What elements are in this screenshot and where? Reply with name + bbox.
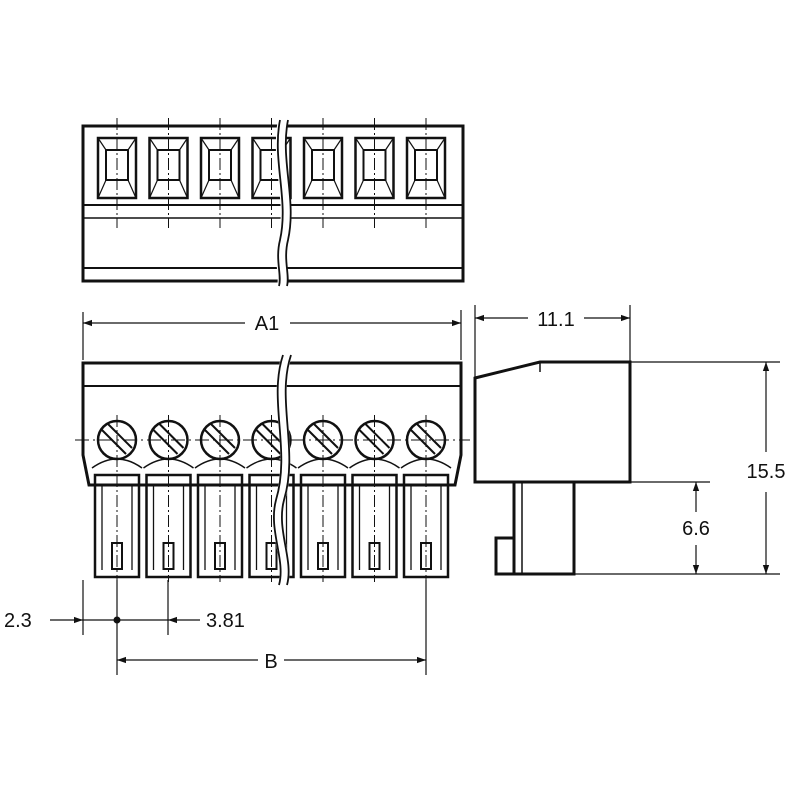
dim-pin-height-label: 6.6 [682, 518, 710, 540]
top-view-break-line-a [276, 119, 284, 287]
wire-entry-chamfer [333, 137, 343, 151]
wire-entry-chamfer [436, 137, 446, 151]
dim-offset-label: 2.3 [4, 610, 32, 632]
screw-slot [152, 429, 179, 455]
wire-entry-chamfer [252, 137, 261, 151]
front-view-body [81, 361, 463, 487]
front-view-break-line-a [273, 354, 284, 586]
screw-slot [107, 423, 133, 449]
screw-slot [158, 423, 185, 449]
dim-a1-label: A1 [255, 313, 279, 335]
front-view-pin-centerlines [116, 415, 427, 582]
screw-slot [313, 423, 339, 449]
dimensions: A1 11.1 15.5 6.6 2.3 3.81 B [4, 305, 785, 675]
front-view [75, 353, 470, 587]
wire-entry-chamfer [97, 179, 107, 199]
screw-slot [364, 423, 391, 449]
wire-entry-chamfer [303, 137, 313, 151]
screw-slot [210, 423, 236, 449]
wire-entry-chamfer [178, 179, 189, 199]
dim-b-label: B [264, 651, 277, 673]
front-view-break-line-b [281, 354, 292, 586]
wire-entry-chamfer [355, 137, 364, 151]
screw-slot [416, 423, 442, 449]
side-view-body [473, 360, 632, 484]
dim-height-label: 15.5 [747, 461, 786, 483]
top-view-pin-centerlines [116, 118, 427, 228]
screw-slot [410, 429, 436, 455]
wire-entry-chamfer [179, 137, 188, 151]
wire-entry-chamfer [406, 179, 416, 199]
wire-entry-chamfer [354, 179, 365, 199]
wire-entry-chamfer [385, 137, 394, 151]
screw-slot [358, 429, 385, 455]
wire-entry-chamfer [200, 137, 210, 151]
top-view-break-line-b [284, 119, 292, 287]
wire-entry-chamfer [303, 179, 313, 199]
front-view-break-mark [272, 353, 292, 587]
wire-entry-chamfer [127, 179, 137, 199]
wire-entry-chamfer [230, 137, 240, 151]
side-view-latch [494, 536, 516, 576]
wire-entry-chamfer [333, 179, 343, 199]
dim-width-label: 11.1 [537, 309, 574, 331]
wire-entry-chamfer [251, 179, 262, 199]
wire-entry-chamfer [406, 137, 416, 151]
wire-entry-chamfer [127, 137, 137, 151]
wire-entry-chamfer [384, 179, 395, 199]
screw-slot [307, 429, 333, 455]
screw-slot [255, 429, 282, 455]
wire-entry-chamfer [230, 179, 240, 199]
dim-pitch-label: 3.81 [206, 610, 245, 632]
screw-slot [101, 429, 127, 455]
side-view-pin-block [512, 480, 576, 576]
screw-slot [204, 429, 230, 455]
top-view-outline [81, 124, 465, 283]
wire-entry-chamfer [97, 137, 107, 151]
dim-offset-dot [113, 616, 121, 624]
wire-entry-chamfer [436, 179, 446, 199]
top-view-break-mark [275, 119, 291, 288]
side-view [473, 360, 632, 576]
wire-entry-chamfer [200, 179, 210, 199]
wire-entry-chamfer [148, 179, 159, 199]
wire-entry-chamfer [149, 137, 158, 151]
top-view [81, 118, 465, 288]
